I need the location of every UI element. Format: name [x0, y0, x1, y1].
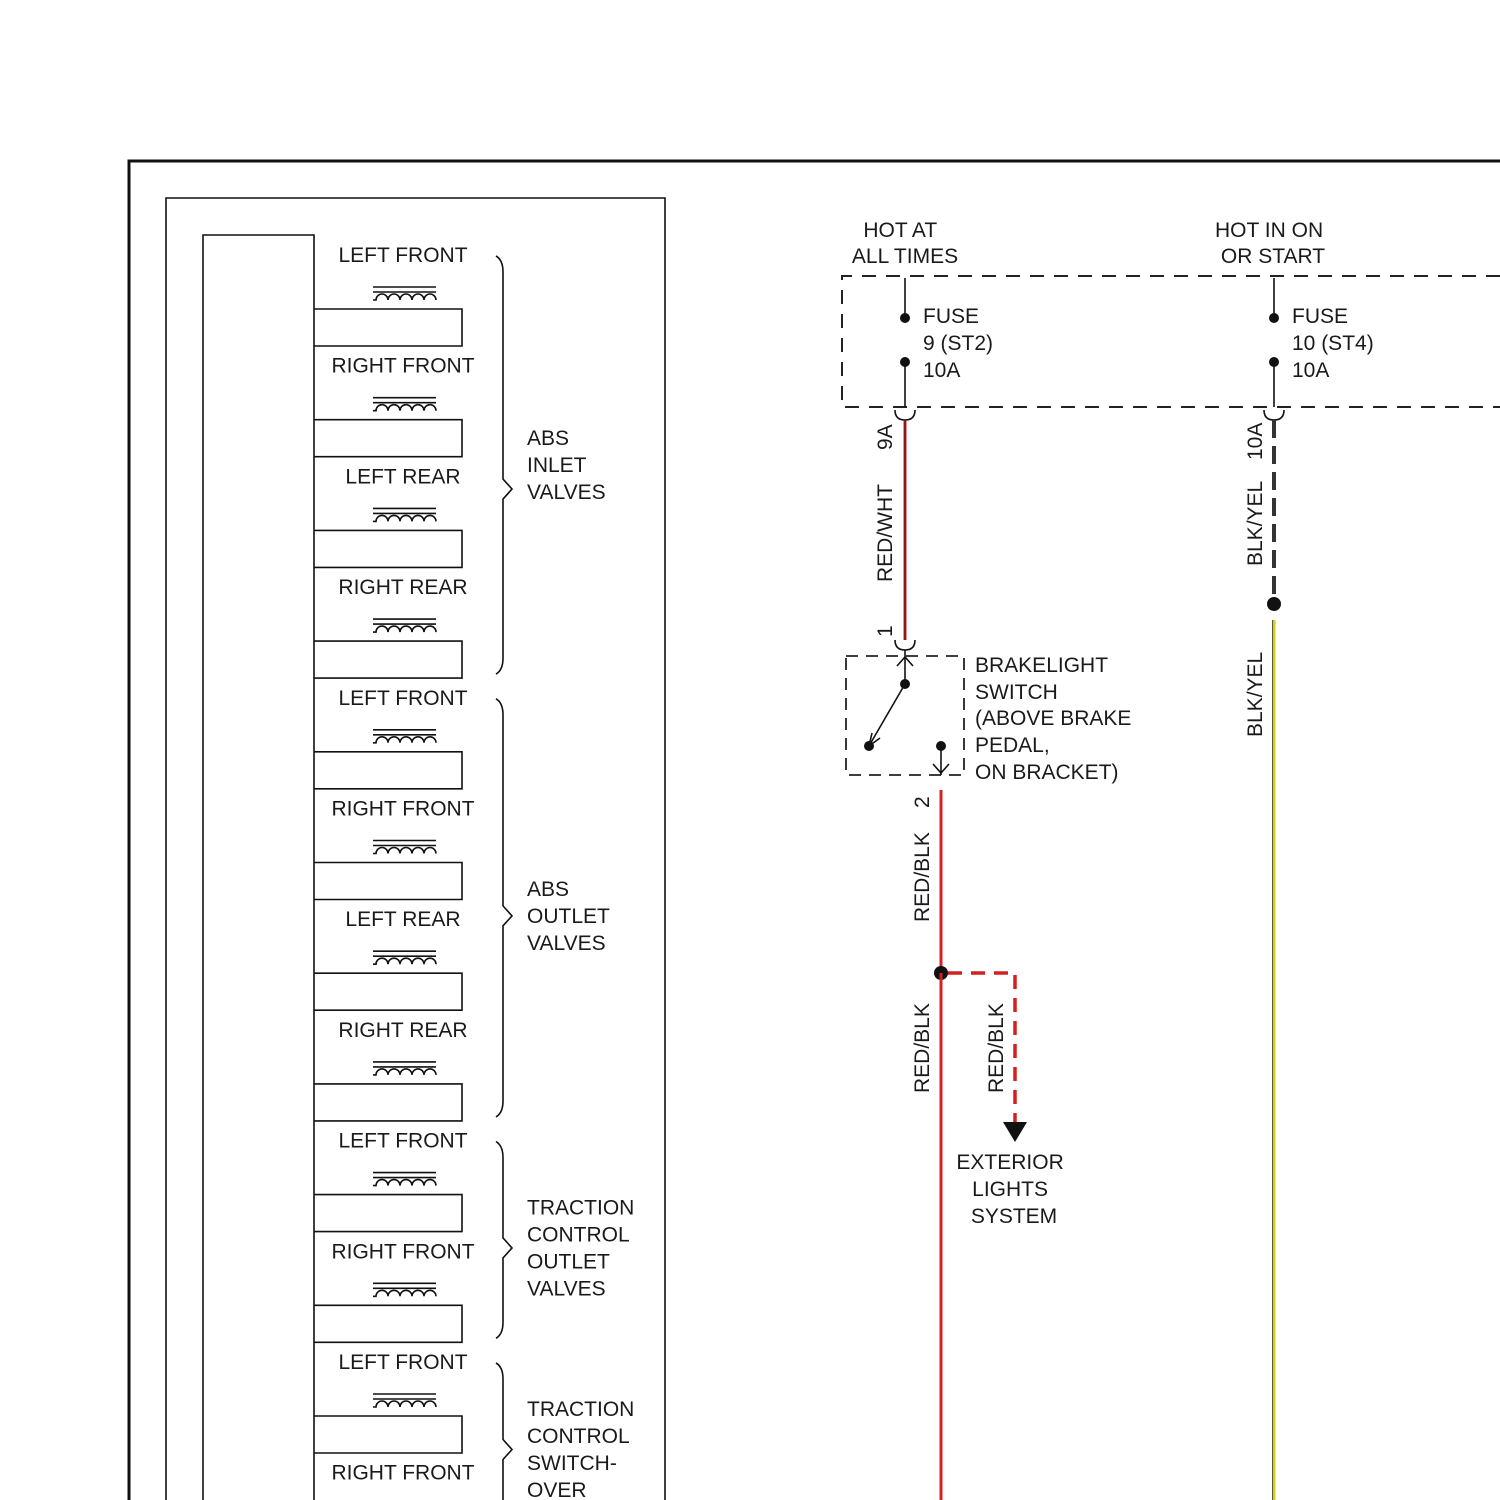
valve-row: LEFT FRONT: [314, 244, 468, 346]
pin-1-connector: [895, 640, 915, 650]
valve-row: RIGHT REAR: [314, 1019, 468, 1121]
valve-rows: LEFT FRONT RIGHT FRONT LEFT REAR RIGHT REAR…: [314, 244, 475, 1500]
connector-10a-label: 10A: [1244, 423, 1267, 460]
splice-blk-yel: [1267, 597, 1281, 611]
valve-row: RIGHT REAR: [314, 576, 468, 678]
valve-label: RIGHT FRONT: [331, 1240, 474, 1263]
exterior-lights-arrow: [1003, 1122, 1027, 1142]
red-wht-wire-label: RED/WHT: [874, 484, 897, 582]
valve-circuit: [314, 309, 462, 346]
solenoid-coil-icon: [373, 1283, 436, 1296]
valve-row: LEFT REAR: [314, 465, 462, 567]
group-bracket: [496, 256, 512, 674]
solenoid-coil-icon: [373, 951, 436, 964]
valve-row: LEFT FRONT: [314, 1130, 468, 1232]
solenoid-coil-icon: [373, 1394, 436, 1407]
hot-in-on-or-start-label: HOT IN ON OR START: [1215, 219, 1329, 268]
pin-2-label: 2: [911, 796, 934, 808]
brakelight-switch-label: BRAKELIGHT SWITCH (ABOVE BRAKE PEDAL, ON…: [975, 654, 1137, 784]
valve-circuit: [314, 1416, 462, 1453]
valve-circuit: [314, 1084, 462, 1121]
valve-label: RIGHT REAR: [338, 1019, 467, 1042]
solenoid-coil-icon: [373, 508, 436, 521]
valve-circuit: [314, 641, 462, 678]
fuse-10: FUSE 10 (ST4) 10A: [1269, 278, 1380, 407]
valve-label: LEFT REAR: [345, 465, 460, 488]
blk-yel-wire-lower-label: BLK/YEL: [1244, 652, 1267, 737]
valve-circuit: [314, 973, 462, 1010]
valve-common-bus: [203, 235, 314, 1500]
valve-row: RIGHT FRONT: [314, 1462, 475, 1500]
solenoid-coil-icon: [373, 841, 436, 854]
valve-label: RIGHT FRONT: [331, 1462, 474, 1485]
brakelight-switch: [846, 650, 964, 775]
valve-row: RIGHT FRONT: [314, 798, 475, 900]
valve-label: LEFT REAR: [345, 908, 460, 931]
fuse-10-label: FUSE 10 (ST4) 10A: [1292, 305, 1380, 382]
pin-1-label: 1: [874, 625, 897, 637]
valve-circuit: [314, 530, 462, 567]
connector-10a-symbol: [1264, 410, 1284, 420]
valve-circuit: [314, 752, 462, 789]
valve-circuit: [314, 420, 462, 457]
valve-row: RIGHT FRONT: [314, 355, 475, 457]
valve-label: RIGHT REAR: [338, 576, 467, 599]
connector-9a-label: 9A: [874, 424, 897, 450]
red-blk-branch-label: RED/BLK: [985, 1003, 1008, 1093]
solenoid-coil-icon: [373, 287, 436, 300]
connector-9a-symbol: [895, 410, 915, 420]
valve-circuit: [314, 863, 462, 900]
valve-row: LEFT REAR: [314, 908, 462, 1010]
valve-label: LEFT FRONT: [338, 1351, 467, 1374]
valve-label: LEFT FRONT: [338, 687, 467, 710]
solenoid-coil-icon: [373, 1062, 436, 1075]
valve-label: LEFT FRONT: [338, 244, 467, 267]
solenoid-coil-icon: [373, 1173, 436, 1186]
exterior-lights-label: EXTERIOR LIGHTS SYSTEM: [956, 1151, 1069, 1228]
valve-label: RIGHT FRONT: [331, 355, 474, 378]
group-bracket: [496, 1363, 512, 1500]
fuse-9-label: FUSE 9 (ST2) 10A: [923, 305, 999, 382]
group-bracket: [496, 1142, 512, 1339]
valve-row: RIGHT FRONT: [314, 1240, 475, 1342]
red-blk-wire-upper-label: RED/BLK: [911, 832, 934, 922]
blk-yel-wire-upper-label: BLK/YEL: [1244, 481, 1267, 566]
group-bracket: [496, 699, 512, 1117]
solenoid-coil-icon: [373, 398, 436, 411]
valve-row: LEFT FRONT: [314, 1351, 468, 1453]
valve-label: LEFT FRONT: [338, 1130, 467, 1153]
valve-label: RIGHT FRONT: [331, 798, 474, 821]
hot-at-all-times-label: HOT AT ALL TIMES: [852, 219, 958, 268]
red-blk-wire-lower-label: RED/BLK: [911, 1003, 934, 1093]
solenoid-coil-icon: [373, 619, 436, 632]
valve-row: LEFT FRONT: [314, 687, 468, 789]
fuse-9: FUSE 9 (ST2) 10A: [900, 278, 999, 407]
valve-circuit: [314, 1195, 462, 1232]
solenoid-coil-icon: [373, 730, 436, 743]
valve-circuit: [314, 1305, 462, 1342]
